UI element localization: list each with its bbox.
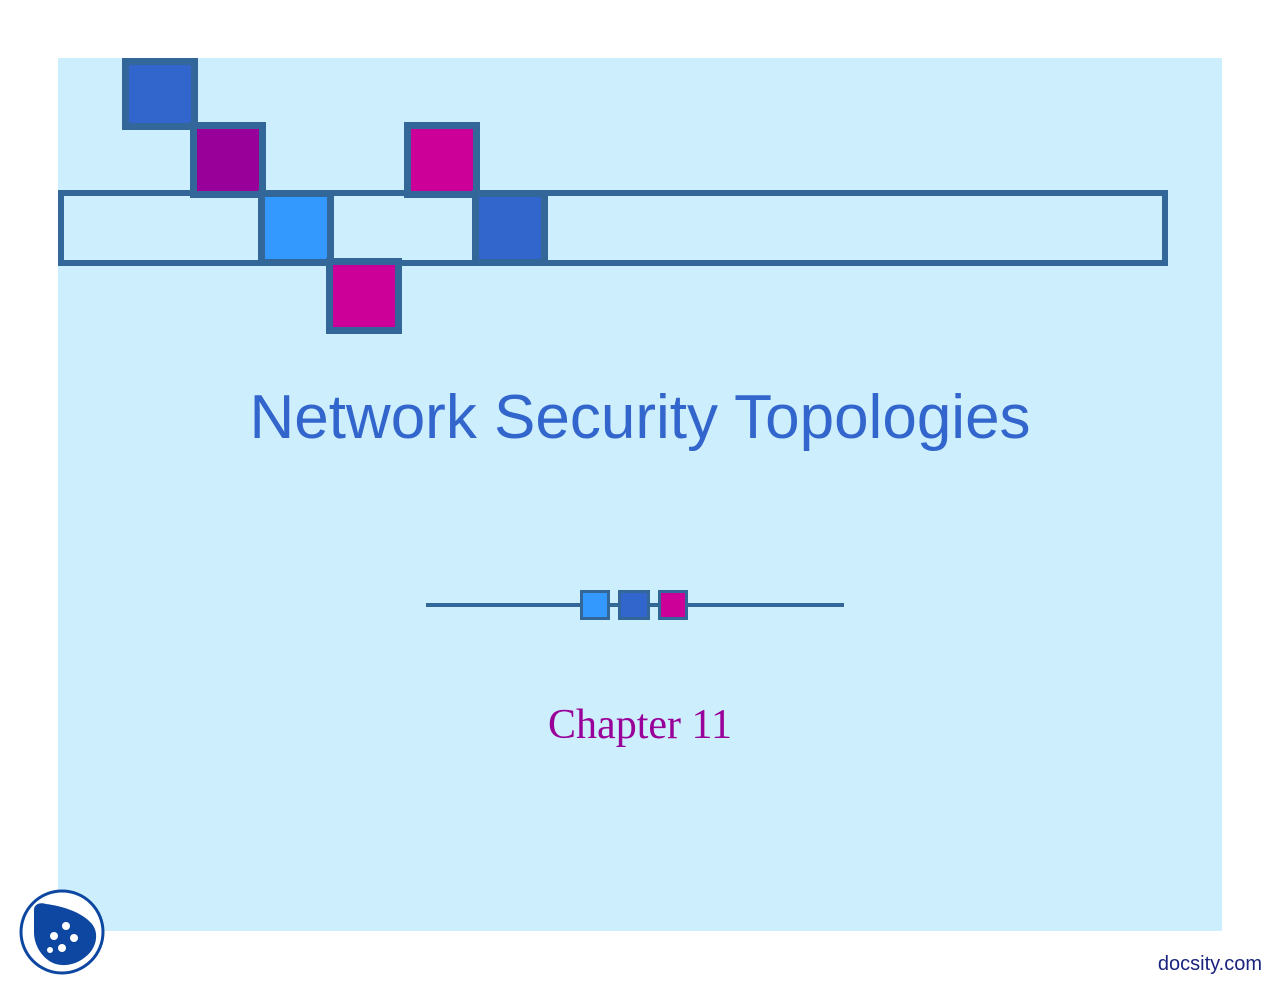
divider-square-magenta <box>658 590 688 620</box>
slide-subtitle: Chapter 11 <box>548 702 732 748</box>
docsity-footer-link[interactable]: docsity.com <box>1157 953 1262 975</box>
docsity-logo-icon <box>18 888 106 976</box>
decor-horizontal-bar <box>58 190 1168 266</box>
divider-square-royal-blue <box>618 590 650 620</box>
slide-title: Network Security Topologies <box>249 383 1031 452</box>
slide <box>58 58 1222 931</box>
decor-square-magenta-top <box>404 122 480 198</box>
decor-square-magenta-bottom <box>326 258 402 334</box>
decor-square-purple <box>190 122 266 198</box>
decor-square-royal-blue-top <box>122 58 198 130</box>
decor-square-royal-blue-bar <box>472 190 548 266</box>
divider-square-light-blue <box>580 590 610 620</box>
decor-square-light-blue <box>258 190 334 266</box>
